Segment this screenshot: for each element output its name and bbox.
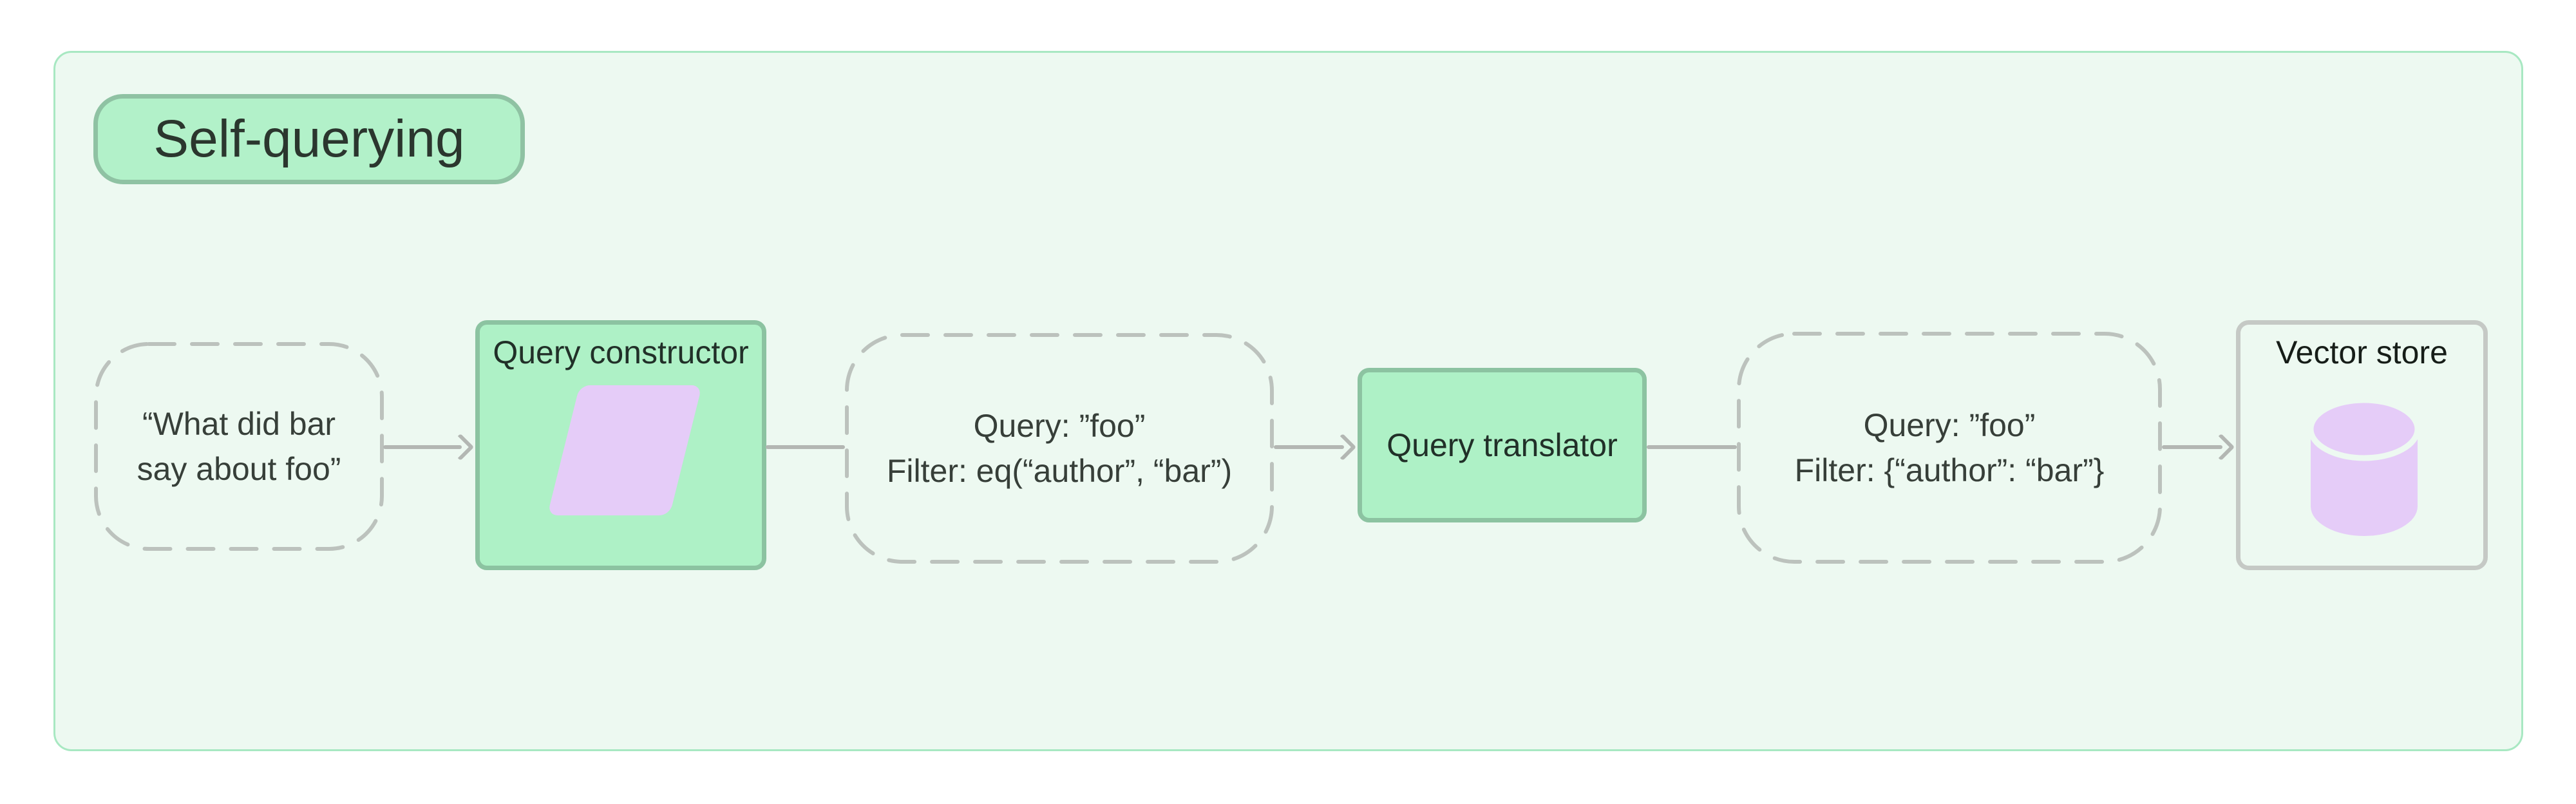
query-translator-label: Query translator [1387, 427, 1618, 463]
node-vector-store: Vector store [2236, 320, 2488, 570]
dashed-border [845, 333, 1274, 564]
node-constructed-query: Query: ”foo” Filter: eq(“author”, “bar”) [845, 333, 1274, 564]
node-query-constructor: Query constructor [475, 320, 766, 570]
constructed-query-line1: Query: ”foo” [973, 408, 1146, 444]
node-query-translator: Query translator [1358, 368, 1647, 522]
user-query-line1: “What did bar [142, 406, 336, 442]
connector-user-to-constructor [383, 445, 462, 449]
title-badge-label: Self-querying [153, 110, 465, 168]
connector-constructor-to-query [766, 445, 845, 449]
arrowhead-icon [1329, 433, 1357, 461]
query-constructor-label: Query constructor [493, 334, 749, 370]
user-query-line2: say about foo” [137, 451, 341, 487]
translated-query-line1: Query: ”foo” [1863, 407, 2036, 443]
constructed-query-line2: Filter: eq(“author”, “bar”) [886, 453, 1233, 489]
parallelogram-icon [547, 385, 703, 515]
node-user-query: “What did bar say about foo” [94, 342, 384, 551]
connector-query-to-translator [1274, 445, 1344, 449]
dashed-border [1737, 332, 2162, 564]
translated-query-line2: Filter: {“author”: “bar”} [1794, 452, 2105, 488]
arrowhead-icon [446, 433, 475, 461]
database-icon [2307, 397, 2421, 536]
dashed-border [94, 342, 384, 551]
vector-store-label: Vector store [2276, 334, 2448, 370]
connector-query-to-vectorstore [2162, 445, 2222, 449]
arrowhead-icon [2207, 433, 2235, 461]
connector-translator-to-query [1647, 445, 1737, 449]
diagram-container: Self-querying “What did bar say about fo… [53, 51, 2523, 751]
node-translated-query: Query: ”foo” Filter: {“author”: “bar”} [1737, 332, 2162, 564]
title-badge: Self-querying [93, 94, 525, 184]
